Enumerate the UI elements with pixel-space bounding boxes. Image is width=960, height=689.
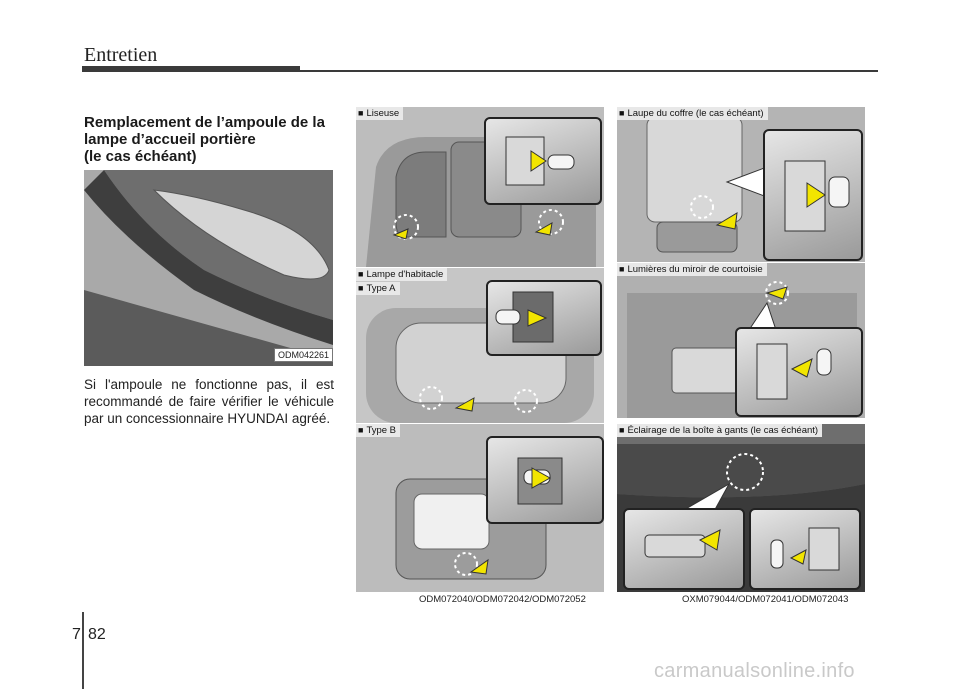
bullet-square-icon: ■: [358, 269, 364, 279]
bullet-square-icon: ■: [358, 425, 364, 435]
section-title-line-3: (le cas échéant): [84, 148, 197, 165]
boite-gants-bulb-icon: [770, 527, 840, 571]
boite-gants-bulb-inset: [749, 508, 861, 590]
watermark: carmanualsonline.info: [654, 660, 855, 682]
footer-rule: [82, 612, 84, 689]
type-b-bulb-inset: [486, 436, 604, 524]
bullet-square-icon: ■: [619, 264, 625, 274]
coffre-label: ■Laupe du coffre (le cas échéant): [617, 107, 768, 120]
coffre-bulb-inset: [763, 129, 863, 261]
boite-gants-lens-inset: [623, 508, 745, 590]
coffre-bulb-icon: [784, 160, 850, 232]
liseuse-photo: ■Liseuse: [356, 107, 604, 267]
lampe-habitacle-label-text: Lampe d'habitacle: [366, 269, 444, 280]
liseuse-label: ■Liseuse: [356, 107, 404, 120]
middle-caption: ODM072040/ODM072042/ODM072052: [419, 594, 586, 605]
type-b-photo: ■Type B: [356, 424, 604, 592]
liseuse-bulb-inset: [484, 117, 602, 205]
lens-icon: [644, 529, 721, 558]
liseuse-label-text: Liseuse: [366, 108, 400, 119]
miroir-label-text: Lumières du miroir de courtoisie: [627, 264, 763, 275]
type-b-bulb-icon: [517, 457, 563, 505]
type-a-label: ■Type A: [356, 282, 400, 295]
header-rule-thin: [300, 70, 878, 72]
type-b-label: ■Type B: [356, 424, 401, 437]
door-lamp-photo: ODM042261: [84, 170, 333, 366]
bullet-square-icon: ■: [358, 108, 364, 118]
bulb-icon: [505, 136, 575, 186]
type-a-bulb-inset: [486, 280, 602, 356]
section-title: Remplacement de l’ampoule de la lampe d’…: [84, 114, 334, 165]
miroir-label: ■Lumières du miroir de courtoisie: [617, 263, 767, 276]
boite-gants-label-text: Éclairage de la boîte à gants (le cas éc…: [627, 425, 819, 436]
section-title-line-2: lampe d’accueil portière: [84, 131, 256, 148]
coffre-label-text: Laupe du coffre (le cas échéant): [627, 108, 764, 119]
section-title-line-1: Remplacement de l’ampoule de la: [84, 114, 325, 131]
door-lamp-illustration: [84, 170, 333, 366]
coffre-photo: ■Laupe du coffre (le cas échéant): [617, 107, 865, 262]
body-text: Si l'ampoule ne fonctionne pas, il est r…: [84, 377, 334, 426]
type-a-bulb-icon: [495, 291, 554, 343]
boite-gants-photo: ■Éclairage de la boîte à gants (le cas é…: [617, 424, 865, 592]
miroir-bulb-inset: [735, 327, 863, 417]
bullet-square-icon: ■: [358, 283, 364, 293]
bullet-square-icon: ■: [619, 425, 625, 435]
type-a-photo: ■Lampe d'habitacle ■Type A: [356, 268, 604, 423]
header-title: Entretien: [84, 44, 158, 66]
right-caption: OXM079044/ODM072041/ODM072043: [682, 594, 849, 605]
type-a-label-text: Type A: [366, 283, 396, 294]
miroir-bulb-icon: [756, 343, 832, 400]
boite-gants-label: ■Éclairage de la boîte à gants (le cas é…: [617, 424, 823, 437]
type-b-label-text: Type B: [366, 425, 397, 436]
header-rule-thick: [82, 66, 300, 72]
lampe-habitacle-label: ■Lampe d'habitacle: [356, 268, 448, 281]
miroir-photo: ■Lumières du miroir de courtoisie: [617, 263, 865, 418]
bullet-square-icon: ■: [619, 108, 625, 118]
photo-code-label: ODM042261: [273, 348, 333, 362]
page-number: 82: [88, 626, 106, 643]
chapter-number: 7: [72, 626, 81, 643]
